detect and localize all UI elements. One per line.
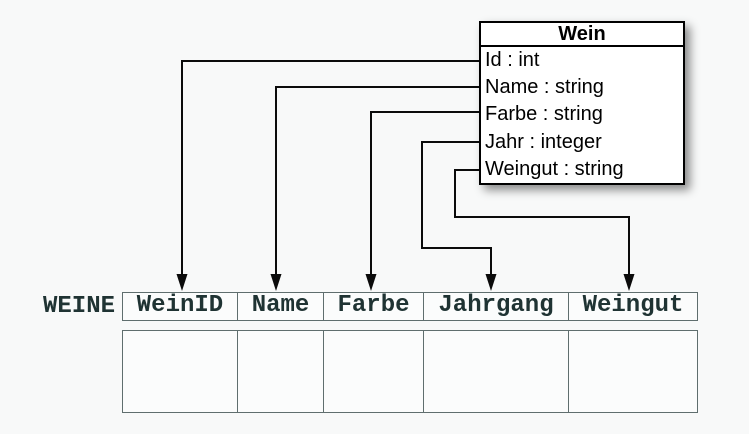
connector-farbe-to-farbe	[365, 111, 480, 291]
class-title: Wein	[481, 23, 683, 47]
body-cell-farbe	[324, 331, 424, 412]
attribute-name: Name : string	[485, 76, 604, 99]
body-cell-weingut	[569, 331, 697, 412]
column-header-weingut: Weingut	[582, 293, 684, 319]
column-header-name: Name	[238, 293, 324, 320]
attribute-id: Id : int	[485, 49, 540, 71]
connector-line-jahr	[421, 141, 492, 275]
connector-line-id	[181, 60, 480, 275]
table-header-row: WeinID Name Farbe Jahrgang Weingut	[122, 292, 698, 321]
attribute-jahr: Jahr : integer	[485, 130, 602, 153]
connector-id-to-weinid	[176, 60, 480, 291]
connector-line-name	[275, 86, 480, 275]
arrowhead-farbe	[365, 274, 377, 291]
body-cell-weinid	[123, 331, 238, 412]
attribute-farbe: Farbe : string	[485, 103, 603, 126]
body-cell-name	[238, 331, 324, 412]
column-header-farbe: Farbe	[324, 293, 424, 320]
uml-class-wein: Wein Id : int Name : string Farbe : stri…	[479, 21, 685, 185]
connector-line-weingut	[454, 169, 630, 275]
body-cell-jahrgang	[424, 331, 569, 412]
connector-name-to-name	[270, 86, 480, 291]
column-header-jahrgang: Jahrgang	[424, 293, 569, 320]
column-header-weinid: WeinID	[123, 293, 238, 320]
arrowhead-weinid	[176, 274, 188, 291]
connector-weingut-to-weingut	[454, 169, 635, 291]
arrowhead-name	[270, 274, 282, 291]
table-name-label: WEINE	[42, 293, 115, 320]
arrowhead-jahrgang	[485, 274, 497, 291]
connector-jahr-to-jahrgang	[421, 141, 497, 291]
attribute-weingut: Weingut : string	[485, 157, 624, 180]
connector-line-farbe	[370, 111, 480, 275]
table-body-row	[122, 330, 698, 413]
arrowhead-weingut	[623, 274, 635, 291]
